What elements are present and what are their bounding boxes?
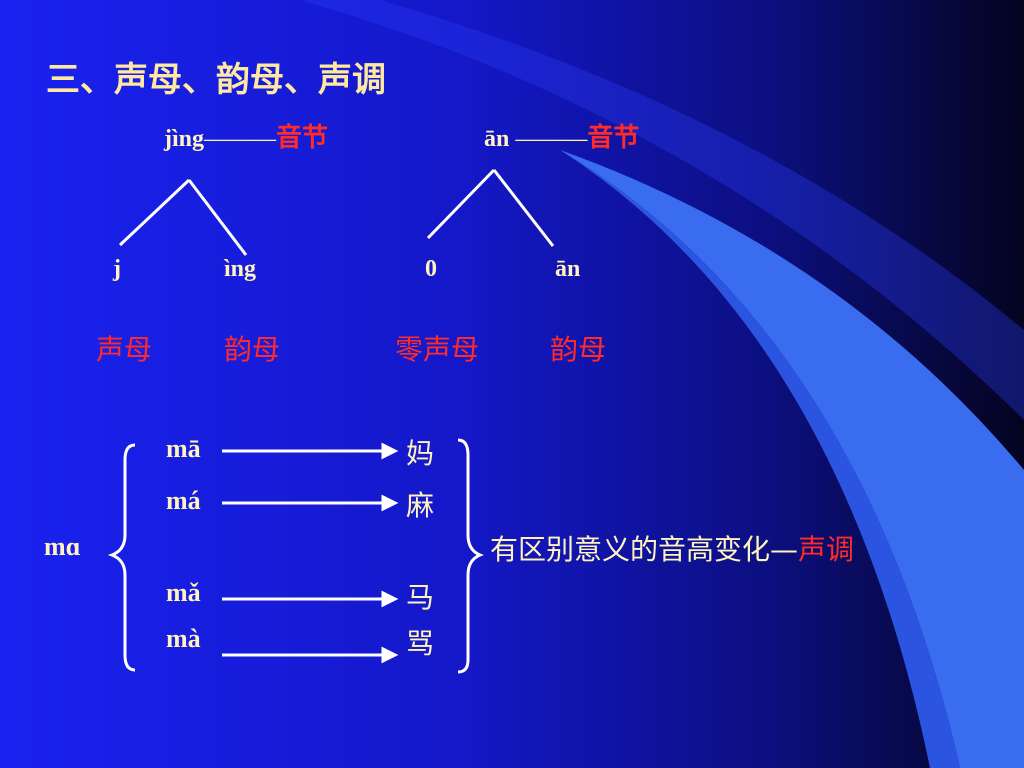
left-brace (107, 443, 136, 672)
arrow-head (381, 646, 399, 664)
syllable2-label: 音节 (587, 123, 640, 152)
syllable1-final: ìng (224, 256, 257, 282)
syllable1-initial: j (113, 256, 121, 282)
syllable1-initial-label: 声母 (96, 333, 153, 366)
syllable2-row: ān ———音节 (484, 117, 639, 154)
syllable2-final-label: 韵母 (550, 333, 607, 366)
tone3-pinyin: mǎ (166, 578, 201, 607)
tone1-char: 妈 (406, 437, 435, 470)
syllable1-pinyin: jìng (164, 126, 205, 152)
syllable1-row: jìng———音节 (164, 117, 328, 154)
syllable2-dash: ——— (515, 126, 588, 152)
syllable2-pinyin: ān (484, 126, 510, 152)
syllable2-initial: 0 (425, 256, 437, 282)
arrow-head (381, 590, 399, 608)
tone1-pinyin: mā (166, 434, 201, 463)
syllable2-initial-label: 零声母 (395, 333, 480, 366)
tone-note-highlight: 声调 (798, 533, 855, 566)
arrow-head (381, 494, 399, 512)
tone-base-syllable: mɑ (44, 532, 81, 561)
syllable1-final-label: 韵母 (224, 333, 281, 366)
page-title: 三、声母、韵母、声调 (46, 60, 386, 100)
syllable1-dash: ——— (204, 126, 277, 152)
right-brace (457, 438, 484, 674)
tone-note: 有区别意义的音高变化—声调 (490, 528, 854, 568)
tone4-pinyin: mà (166, 624, 201, 653)
light-swoosh-edge (560, 150, 960, 768)
tone4-char: 骂 (406, 627, 435, 660)
tone2-char: 麻 (406, 489, 435, 522)
tone2-pinyin: má (166, 486, 201, 515)
tone-note-text: 有区别意义的音高变化— (490, 533, 799, 566)
arrow-head (381, 442, 399, 460)
syllable2-final: ān (555, 256, 581, 282)
tone3-char: 马 (406, 581, 435, 614)
branch-line (492, 169, 555, 247)
branch-line (118, 178, 191, 247)
light-swoosh-right (560, 150, 1024, 768)
branch-line (426, 168, 496, 240)
syllable1-label: 音节 (276, 123, 329, 152)
branch-line (187, 179, 248, 256)
